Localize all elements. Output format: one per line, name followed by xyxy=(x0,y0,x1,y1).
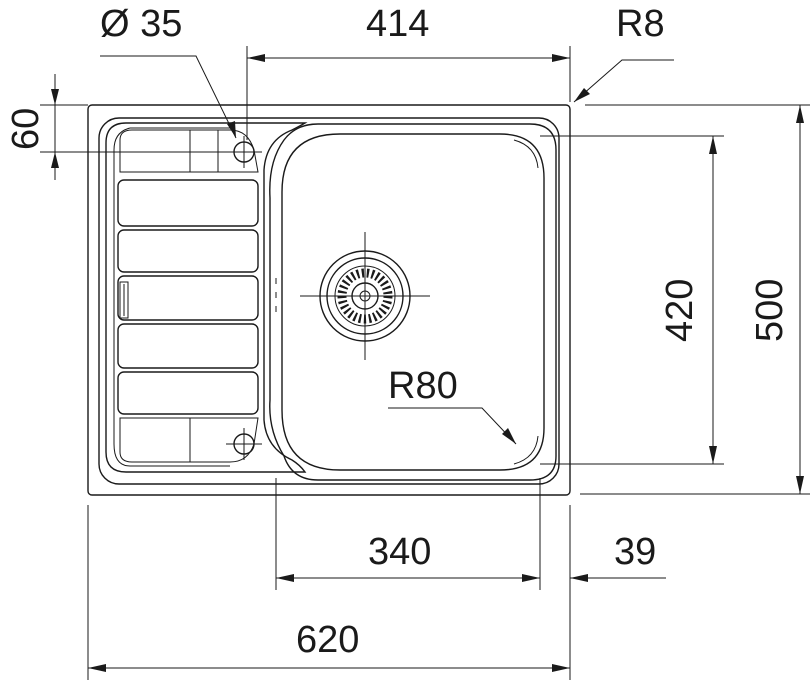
label-414: 414 xyxy=(366,3,429,45)
arrowhead xyxy=(502,428,516,444)
arrowhead xyxy=(574,88,590,102)
bowl-inner-shadow xyxy=(513,139,539,465)
arrowhead xyxy=(522,574,540,582)
drainer-rib xyxy=(117,229,259,273)
drain-strainer xyxy=(300,232,430,360)
label-corner-radius: R8 xyxy=(616,3,665,45)
arrowhead xyxy=(796,476,804,494)
bowl-outer-rim xyxy=(269,123,557,481)
drainer-rib xyxy=(117,323,259,369)
dimension-bowl-radius: R80 xyxy=(388,365,517,445)
drainer-rib xyxy=(117,275,259,321)
drainer-rib xyxy=(117,371,259,415)
dimension-bottom: 340 39 620 xyxy=(87,478,666,680)
drainer-ribs xyxy=(117,179,259,415)
bowl-basin xyxy=(281,133,545,471)
arrowhead xyxy=(570,574,588,582)
arrowhead xyxy=(88,664,106,672)
leader-corner-radius xyxy=(573,59,674,103)
sink-inner-rim xyxy=(98,117,560,485)
drainer-outline xyxy=(105,122,308,473)
arrowhead xyxy=(709,136,717,154)
label-420: 420 xyxy=(659,279,701,342)
label-500: 500 xyxy=(749,279,791,342)
arrowhead xyxy=(51,152,59,168)
arrowhead xyxy=(247,54,265,62)
label-340: 340 xyxy=(368,531,431,573)
label-hole-diameter: Ø 35 xyxy=(100,3,182,45)
arrowhead xyxy=(796,105,804,123)
logo-plate xyxy=(119,281,129,319)
sink-bowl xyxy=(269,123,557,481)
leader-bowl-radius xyxy=(388,407,517,445)
leader-hole-diameter xyxy=(100,55,237,139)
arrowhead xyxy=(227,121,236,138)
dimension-420: 420 xyxy=(540,135,724,465)
tap-hole-bottom xyxy=(226,428,262,460)
arrowhead xyxy=(709,446,717,464)
sink-outline xyxy=(87,104,571,496)
drainer-top-field xyxy=(119,129,259,173)
sink-outer-edge xyxy=(87,104,571,496)
arrowhead xyxy=(51,89,59,105)
arrowhead xyxy=(552,664,570,672)
drainer-bottom-field xyxy=(119,417,259,463)
label-620: 620 xyxy=(296,619,359,661)
dimension-hole-diameter: Ø 35 xyxy=(100,3,237,139)
dimension-414: 414 xyxy=(246,3,571,140)
drainer-rib xyxy=(117,179,259,227)
dimension-500: 500 xyxy=(580,104,810,495)
dimension-corner-radius: R8 xyxy=(573,3,674,103)
dimension-60: 60 xyxy=(5,74,232,180)
label-bowl-radius: R80 xyxy=(388,365,458,407)
arrowhead xyxy=(552,54,570,62)
drainer-board xyxy=(105,122,308,473)
arrowhead xyxy=(276,574,294,582)
label-39: 39 xyxy=(614,531,656,573)
drainer-inner-outline xyxy=(113,127,230,467)
label-60: 60 xyxy=(5,108,47,150)
